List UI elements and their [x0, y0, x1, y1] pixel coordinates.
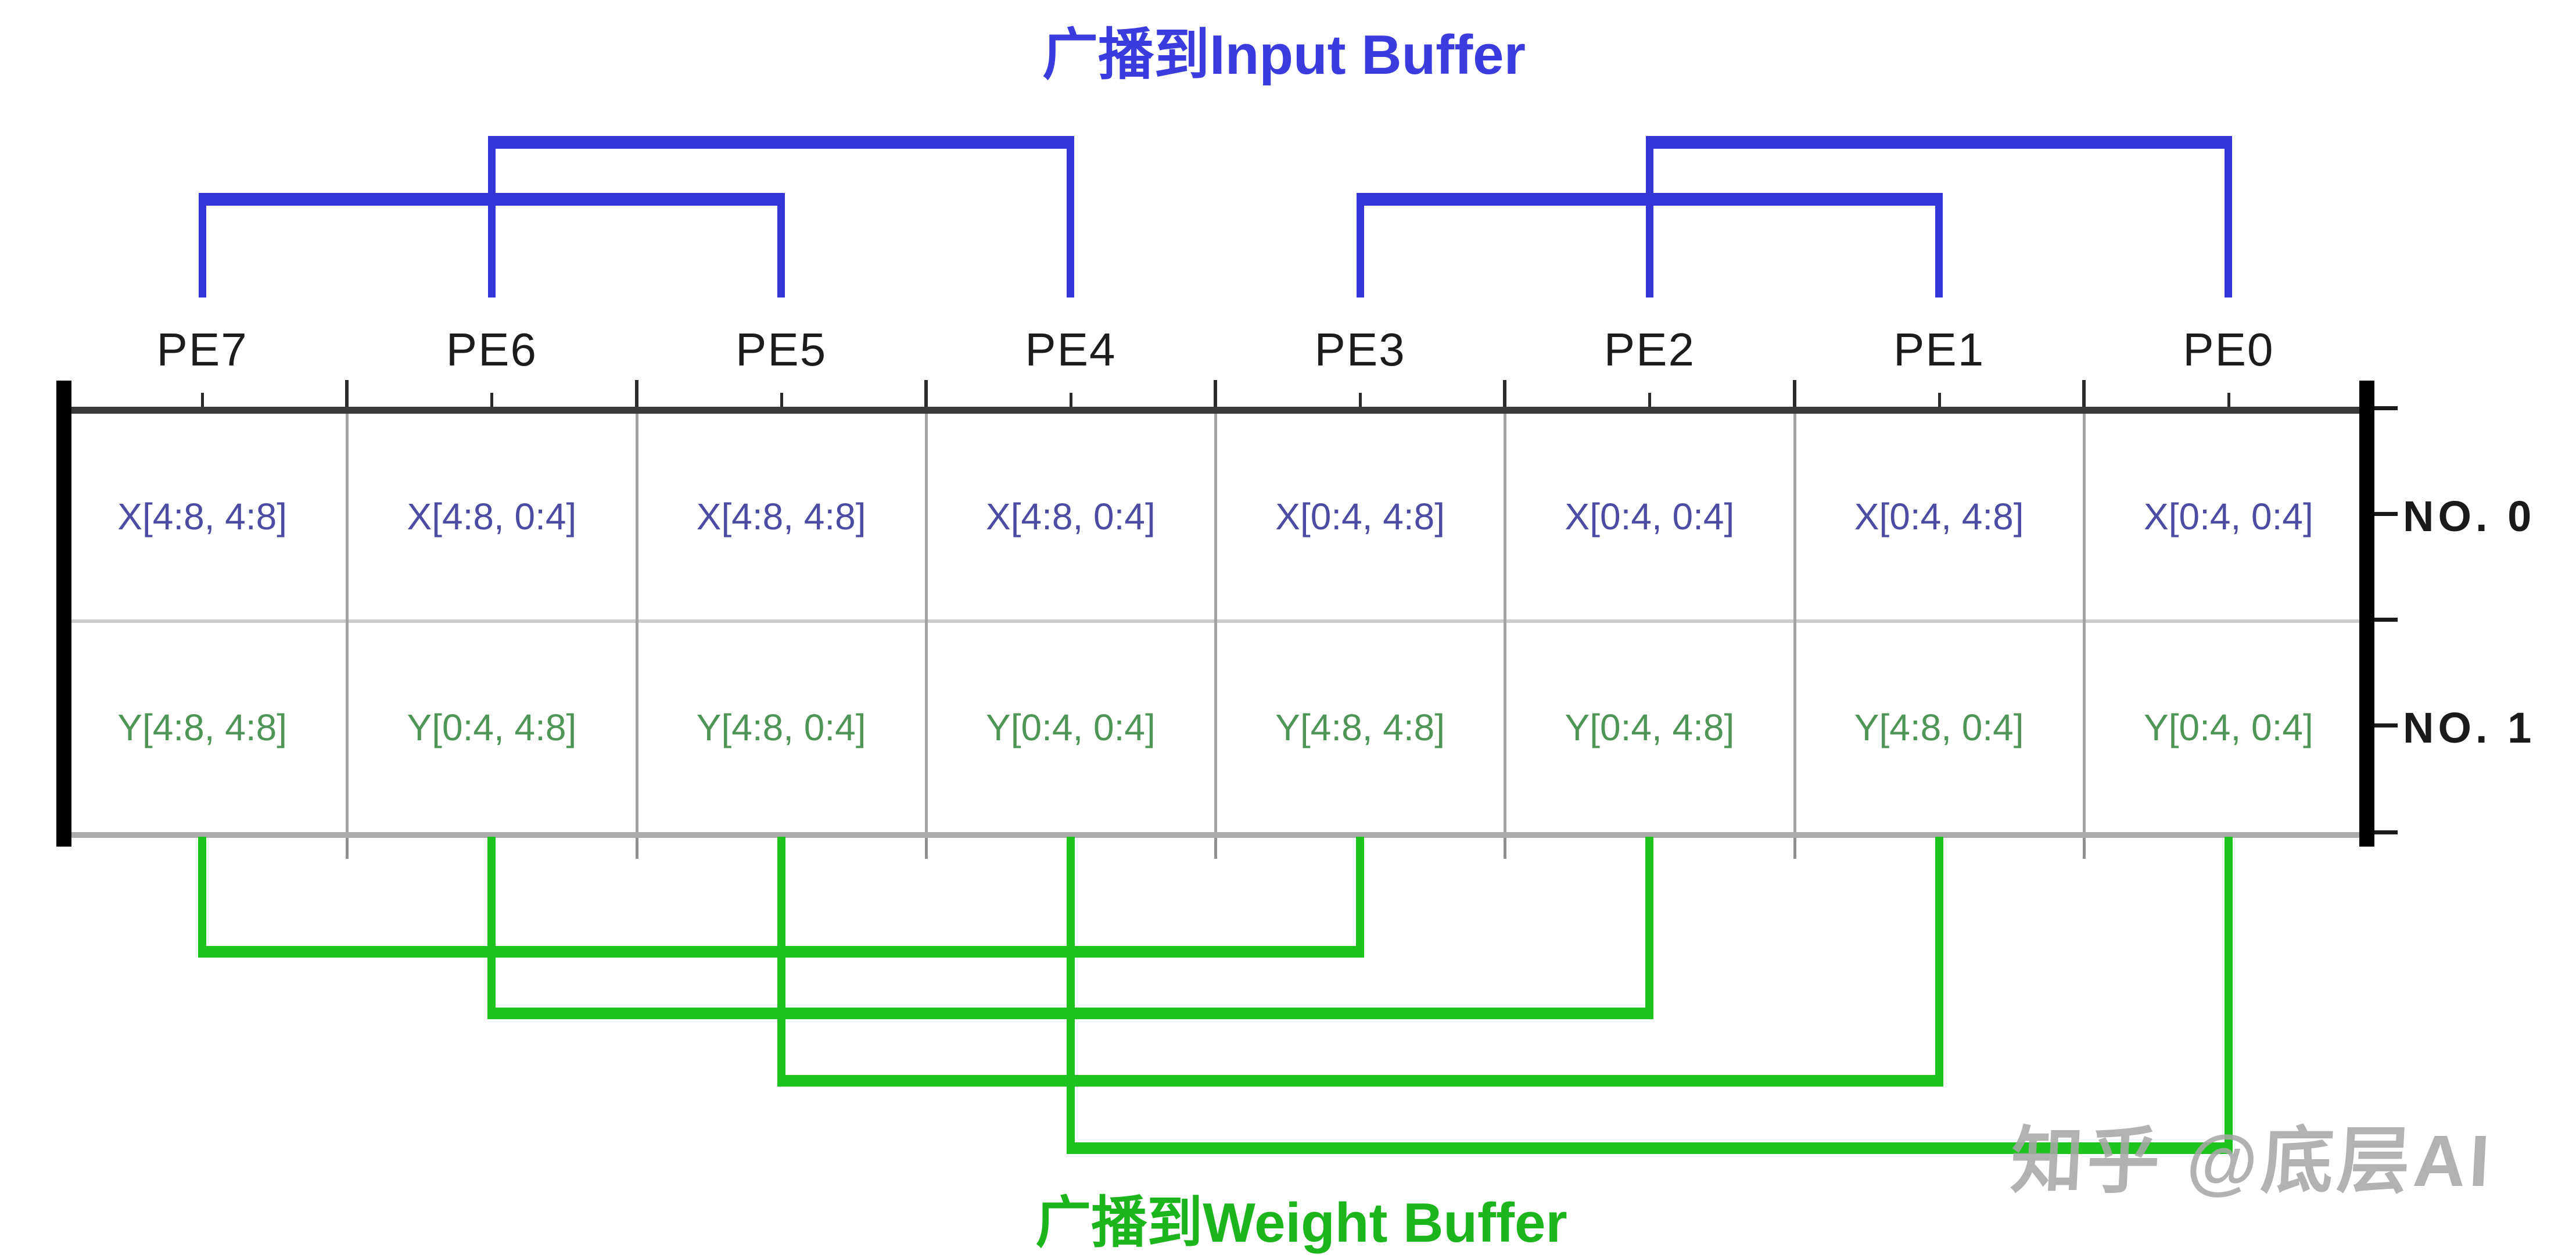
input-buffer-connector: [1645, 136, 2233, 149]
pe-label: PE4: [1025, 324, 1117, 375]
column-separator: [1504, 414, 1507, 832]
y-slice-cell: Y[0:4, 4:8]: [1565, 707, 1735, 748]
weight-buffer-connector: [1066, 1142, 2233, 1154]
bottom-boundary-tick: [1793, 838, 1796, 859]
y-slice-cell: Y[4:8, 0:4]: [1854, 707, 2024, 748]
table-bottom-border: [58, 832, 2373, 838]
x-slice-cell: X[0:4, 4:8]: [1275, 496, 1445, 537]
top-center-tick: [201, 393, 204, 407]
column-separator: [924, 414, 928, 832]
x-slice-cell: X[0:4, 0:4]: [2144, 496, 2313, 537]
top-boundary-tick: [634, 380, 638, 407]
column-separator: [635, 414, 638, 832]
weight-buffer-connector: [1066, 837, 1075, 1142]
column-separator: [1214, 414, 1217, 832]
input-buffer-connector: [1067, 149, 1075, 298]
top-center-tick: [1069, 393, 1072, 407]
column-separator: [2082, 414, 2086, 832]
top-center-tick: [1359, 393, 1362, 407]
weight-buffer-connector: [1356, 837, 1365, 946]
input-buffer-broadcast-title: 广播到Input Buffer: [1042, 24, 1526, 86]
pe-label: PE0: [2183, 324, 2274, 375]
x-slice-cell: X[0:4, 4:8]: [1854, 496, 2024, 537]
top-center-tick: [490, 393, 494, 407]
y-slice-cell: Y[0:4, 4:8]: [407, 707, 577, 748]
pe-label: PE5: [736, 324, 827, 375]
input-buffer-connector: [487, 136, 1075, 149]
input-buffer-connector: [487, 149, 496, 298]
input-buffer-connector: [198, 206, 206, 298]
bottom-boundary-tick: [1214, 838, 1217, 859]
table-top-border: [58, 407, 2373, 414]
weight-slice-row: Y[4:8, 4:8] Y[0:4, 4:8] Y[4:8, 0:4] Y[0:…: [58, 623, 2373, 832]
top-boundary-tick: [1792, 380, 1796, 407]
input-slice-row: X[4:8, 4:8] X[4:8, 0:4] X[4:8, 4:8] X[4:…: [58, 414, 2373, 619]
right-side-tick: [2373, 830, 2398, 834]
bottom-boundary-tick: [346, 838, 349, 859]
top-center-tick: [1648, 393, 1652, 407]
weight-buffer-connector: [777, 1075, 1943, 1087]
pe-label: PE2: [1603, 324, 1695, 375]
right-side-tick: [2373, 618, 2398, 622]
x-slice-cell: X[4:8, 4:8]: [696, 496, 866, 537]
input-buffer-connector: [198, 193, 785, 206]
bottom-boundary-tick: [635, 838, 638, 859]
weight-buffer-broadcast-title: 广播到Weight Buffer: [1035, 1192, 1567, 1254]
top-boundary-tick: [345, 380, 349, 407]
input-buffer-connector: [1645, 149, 1653, 298]
right-side-tick: [2373, 512, 2398, 516]
y-slice-cell: Y[4:8, 4:8]: [117, 707, 287, 748]
pe-label: PE3: [1314, 324, 1406, 375]
row-label-no0: NO. 0: [2403, 492, 2536, 540]
pe-header-row: PE7 PE6 PE5 PE4 PE3 PE2 PE1 PE0: [58, 317, 2373, 382]
input-buffer-connector: [777, 206, 785, 298]
weight-buffer-connector: [1645, 837, 1654, 1008]
bottom-boundary-tick: [924, 838, 928, 859]
weight-buffer-connector: [1935, 837, 1943, 1075]
table-right-bar: [2359, 381, 2374, 847]
x-slice-cell: X[4:8, 0:4]: [986, 496, 1156, 537]
x-slice-cell: X[0:4, 0:4]: [1565, 496, 1735, 537]
x-slice-cell: X[4:8, 4:8]: [117, 496, 287, 537]
weight-buffer-connector: [198, 837, 207, 946]
bottom-boundary-tick: [2082, 838, 2086, 859]
top-boundary-tick: [2082, 380, 2086, 407]
weight-buffer-connector: [2224, 837, 2233, 1142]
top-boundary-tick: [924, 380, 928, 407]
table-left-bar: [56, 381, 71, 847]
weight-buffer-connector: [487, 837, 496, 1008]
weight-buffer-connector: [777, 837, 785, 1075]
column-separator: [1793, 414, 1796, 832]
row-label-no1: NO. 1: [2403, 704, 2536, 752]
y-slice-cell: Y[4:8, 0:4]: [696, 707, 866, 748]
top-center-tick: [1938, 393, 1941, 407]
x-slice-cell: X[4:8, 0:4]: [407, 496, 577, 537]
y-slice-cell: Y[0:4, 0:4]: [2144, 707, 2313, 748]
pe-label: PE1: [1893, 324, 1985, 375]
top-center-tick: [780, 393, 783, 407]
input-buffer-connector: [1356, 193, 1943, 206]
top-center-tick: [2227, 393, 2230, 407]
right-side-tick: [2373, 723, 2398, 727]
pe-label: PE7: [156, 324, 248, 375]
input-buffer-connector: [1356, 206, 1364, 298]
y-slice-cell: Y[4:8, 4:8]: [1275, 707, 1445, 748]
input-buffer-connector: [1935, 206, 1943, 298]
watermark: 知乎 @底层AI: [2008, 1121, 2495, 1202]
bottom-boundary-tick: [1504, 838, 1507, 859]
column-separator: [346, 414, 349, 832]
pe-label: PE6: [446, 324, 537, 375]
right-side-tick: [2373, 406, 2398, 410]
top-boundary-tick: [1503, 380, 1507, 407]
input-buffer-connector: [2225, 149, 2233, 298]
y-slice-cell: Y[0:4, 0:4]: [986, 707, 1156, 748]
top-boundary-tick: [1214, 380, 1217, 407]
